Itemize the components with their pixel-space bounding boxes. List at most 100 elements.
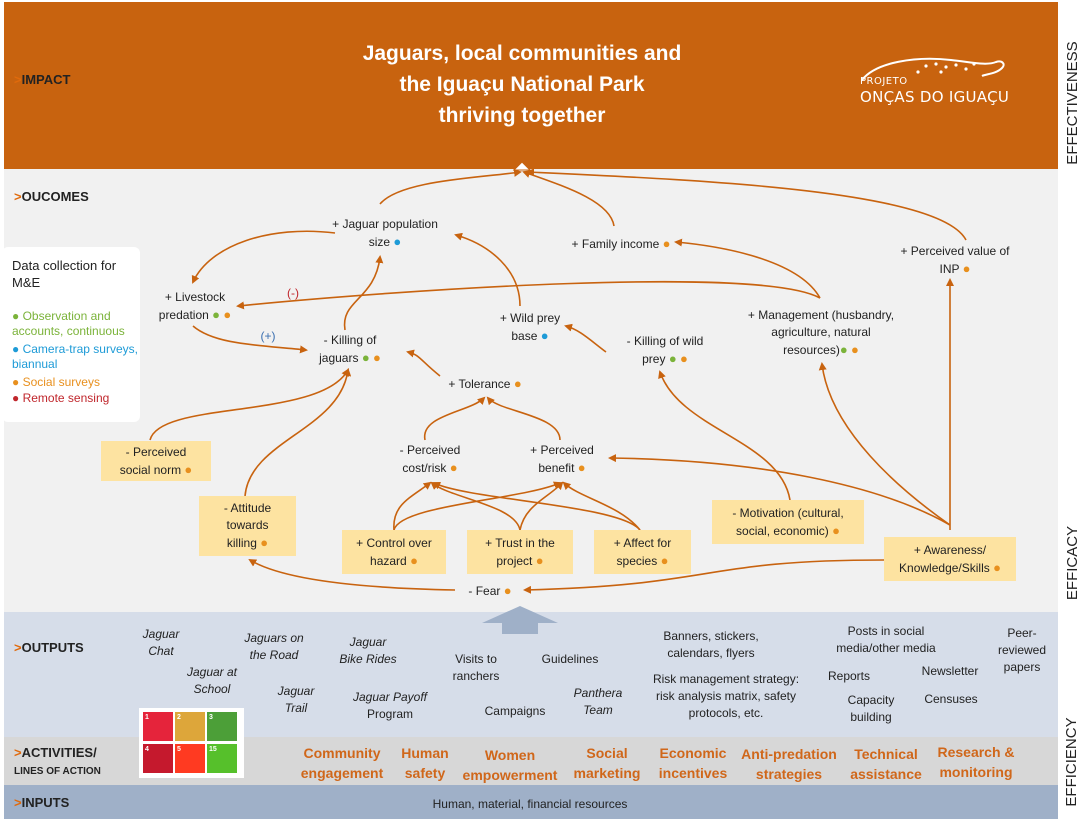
output-campaigns: Campaigns [484, 704, 546, 718]
activity-text: safety [404, 765, 446, 781]
arrow-control-benefit [393, 481, 562, 531]
sdg-tile: 1 [143, 712, 173, 741]
node-text: - Fear [468, 584, 501, 598]
box-text: killing [226, 536, 257, 550]
node-text: prey [642, 352, 666, 366]
dot-social: ● [503, 583, 512, 598]
box-text: + Control over [356, 535, 432, 550]
level-impact: >IMPACT [14, 72, 70, 87]
dot-social: ● [577, 460, 586, 475]
activity-text: strategies [755, 766, 823, 782]
impact-title-line: thriving together [438, 104, 606, 127]
box-text: social norm [119, 462, 182, 477]
node-text: + Family income [571, 237, 660, 251]
box-text: hazard [370, 553, 407, 568]
arrow-livestock-killing [192, 325, 308, 354]
prefix-gt: > [14, 640, 22, 655]
node-text: benefit [538, 461, 575, 475]
box-text: project [496, 553, 533, 568]
dot-social: ● [184, 461, 193, 477]
node-text: jaguars [319, 351, 359, 365]
arrow-awareness-benefit [608, 454, 951, 526]
activity-text: marketing [573, 765, 641, 781]
activity-text: Human [401, 745, 449, 761]
level-activities-label: ACTIVITIES/ [21, 745, 97, 760]
dot-social: ● [260, 535, 269, 550]
level-activities: >ACTIVITIES/ [14, 745, 97, 760]
outputs-up-arrow [482, 606, 558, 634]
dot-social: ● [662, 236, 671, 251]
dot-social: ● [373, 350, 381, 365]
box-text: species [616, 553, 658, 568]
level-inputs-label: INPUTS [21, 795, 70, 810]
arrow-jaguarpop-impact [379, 168, 522, 205]
jaguar-logo-icon [861, 57, 1005, 81]
output-text: Posts in social [847, 624, 925, 638]
node-fear: - Fear ● [450, 582, 530, 600]
node-text: + Livestock [164, 290, 226, 304]
arrow-income-impact [522, 170, 615, 227]
level-outcomes: >OUCOMES [14, 189, 89, 204]
node-text: + Perceived [530, 443, 594, 457]
sdg-icons: 1 2 3 4 5 15 [139, 708, 244, 778]
node-killing-wild-prey: - Killing of wild prey ● ● [610, 333, 720, 368]
level-activities-sub: LINES OF ACTION [14, 766, 101, 777]
logo-line2: ONÇAS DO IGUAÇU [860, 88, 1010, 106]
output-text: protocols, etc. [688, 706, 764, 720]
activity-text: Community [303, 745, 381, 761]
output-social-posts: Posts in social media/other media [824, 623, 948, 657]
data-collection-legend: Data collection for M&E ● Observation an… [2, 247, 140, 422]
box-awareness: + Awareness/Knowledge/Skills ● [884, 537, 1016, 581]
node-text: + Perceived value of [900, 244, 1010, 258]
activity-human-safety: Human safety [396, 743, 454, 783]
sdg-tile: 2 [175, 712, 205, 741]
output-text: reviewed [997, 643, 1047, 657]
node-killing-jaguars: - Killing of jaguars ● ● [300, 332, 400, 367]
output-text: papers [1003, 660, 1041, 674]
activity-text: empowerment [462, 767, 558, 783]
arrow-affect-benefit [562, 481, 641, 531]
sign-negative: (-) [287, 286, 299, 300]
arrow-cost-tolerance [424, 396, 486, 441]
node-text: resources) [783, 343, 840, 357]
legend-item-observation: ● Observation and accounts, continuous [12, 309, 125, 338]
node-text: - Perceived [399, 443, 461, 457]
prefix-gt: > [14, 189, 22, 204]
dot-social: ● [993, 559, 1001, 575]
box-text: social, economic) [736, 523, 829, 538]
output-risk-strategy: Risk management strategy:risk analysis m… [640, 671, 812, 722]
arrow-fear-attitude [248, 558, 456, 591]
level-inputs: >INPUTS [14, 795, 69, 810]
output-censuses: Censuses [924, 692, 978, 706]
dot-social: ● [410, 552, 418, 568]
node-text: + Management (husbandry, [747, 308, 895, 322]
output-text: Jaguar [142, 627, 180, 641]
output-text: media/other media [836, 641, 936, 655]
legend-item-camera-trap: ● Camera-trap surveys, biannual [12, 342, 138, 371]
activity-text: monitoring [939, 764, 1013, 780]
arrow-killingprey-preybase [564, 323, 607, 353]
node-text: cost/risk [402, 461, 447, 475]
impact-title-line: Jaguars, local communities and [362, 42, 682, 65]
activity-text: Women [484, 747, 536, 763]
prefix-gt: > [14, 72, 22, 87]
activity-text: Technical [854, 746, 918, 762]
output-text: Trail [284, 701, 308, 715]
